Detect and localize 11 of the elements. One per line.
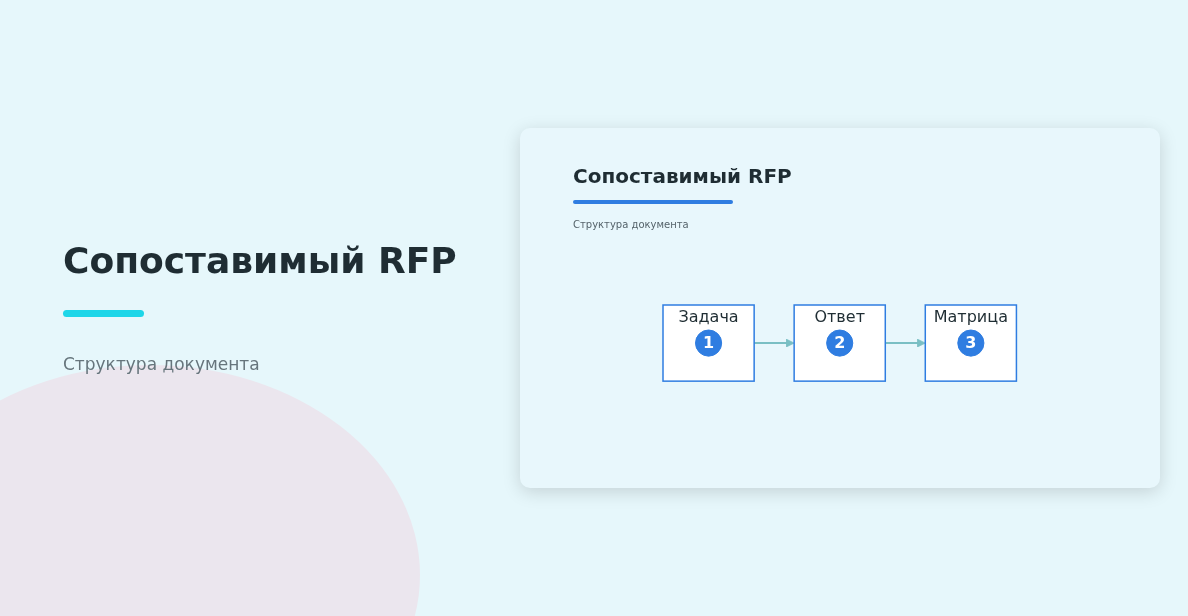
cluster (924, 304, 1018, 382)
subtitle: Структура документа (63, 354, 260, 374)
node-circle (957, 329, 985, 357)
title: Сопоставимый RFP (63, 240, 457, 281)
node-circle (695, 329, 723, 357)
slide-title: Сопоставимый RFP (573, 164, 792, 188)
cluster (662, 304, 756, 382)
node-circle (826, 329, 854, 357)
slide-subtitle: Структура документа (573, 219, 689, 230)
slide-card: Сопоставимый RFP Структура документа Матрица 3 Ответ 2 Задача 1 (520, 128, 1160, 488)
cluster (793, 304, 887, 382)
